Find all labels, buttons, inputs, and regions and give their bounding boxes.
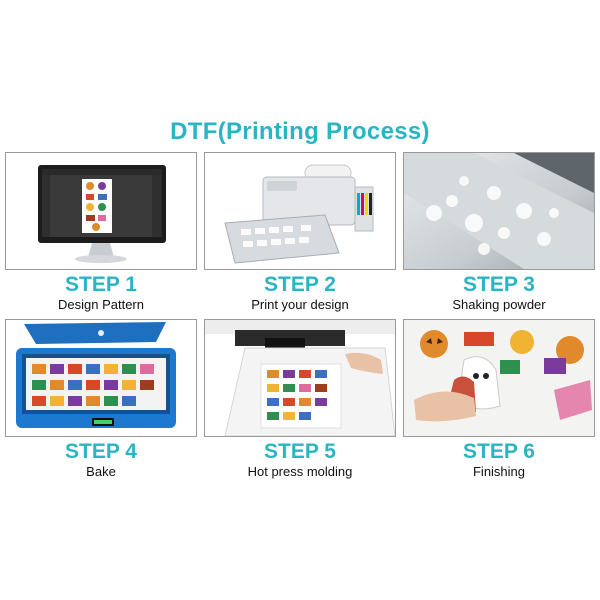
step-4-label: STEP 4 <box>65 440 137 463</box>
step-1-caption: Design Pattern <box>58 297 144 312</box>
step-5-caption: Hot press molding <box>247 464 353 479</box>
computer-monitor-icon <box>6 153 196 269</box>
step-4-image <box>5 319 197 437</box>
step-3-image <box>403 152 595 270</box>
step-2-label: STEP 2 <box>264 273 336 296</box>
step-card-6: STEP 6 Finishing <box>403 319 595 480</box>
page-title: DTF(Printing Process) <box>170 118 430 145</box>
step-6-caption: Finishing <box>472 464 526 479</box>
step-2-caption: Print your design <box>251 297 349 312</box>
step-card-1: STEP 1 Design Pattern <box>5 152 197 313</box>
step-card-2: STEP 2 Print your design <box>204 152 396 313</box>
step-4-caption: Bake <box>86 464 116 479</box>
step-2-image <box>204 152 396 270</box>
step-5-label: STEP 5 <box>264 440 336 463</box>
step-5-image <box>204 319 396 437</box>
step-card-5: STEP 5 Hot press molding <box>204 319 396 480</box>
printer-icon <box>205 153 395 269</box>
step-3-caption: Shaking powder <box>452 297 546 312</box>
steps-grid: STEP 1 Design Pattern <box>5 152 595 482</box>
finished-shirt-icon <box>404 320 594 436</box>
oven-icon <box>6 320 196 436</box>
step-1-image <box>5 152 197 270</box>
step-card-3: STEP 3 Shaking powder <box>403 152 595 313</box>
powder-film-icon <box>404 153 594 269</box>
step-6-image <box>403 319 595 437</box>
step-6-label: STEP 6 <box>463 440 535 463</box>
step-1-label: STEP 1 <box>65 273 137 296</box>
heat-press-icon <box>205 320 395 436</box>
step-card-4: STEP 4 Bake <box>5 319 197 480</box>
step-3-label: STEP 3 <box>463 273 535 296</box>
